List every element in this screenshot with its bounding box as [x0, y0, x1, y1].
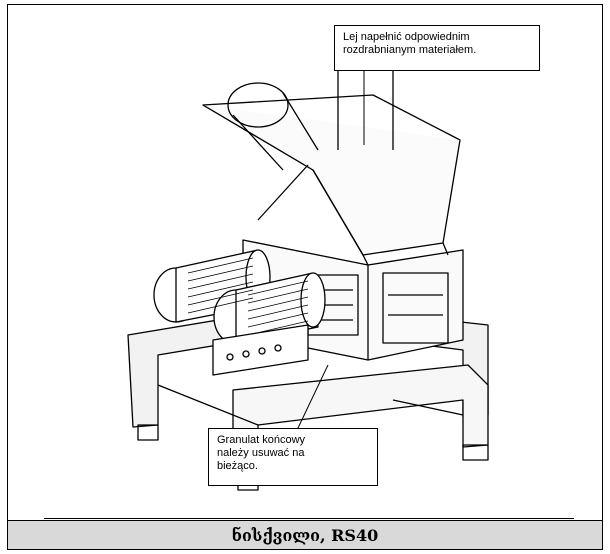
figure-frame: Lej napełnić odpowiednim rozdrabnianym m…	[7, 4, 603, 550]
shredder-drawing	[127, 55, 489, 491]
figure-caption: ნისქვილი, RS40	[231, 525, 379, 545]
callout-bottom-line-3: bieżąco.	[217, 460, 258, 472]
callout-top-line-2: rozdrabnianym materiałem.	[343, 44, 477, 56]
divider-line	[44, 518, 574, 519]
callout-bottom-line-1: Granulat końcowy	[217, 434, 306, 446]
machine-illustration: Lej napełnić odpowiednim rozdrabnianym m…	[8, 5, 602, 513]
callout-remove-granulate: Granulat końcowy należy usuwać na bieżąc…	[208, 428, 378, 486]
callout-bottom-line-2: należy usuwać na	[217, 447, 305, 459]
callout-fill-hopper: Lej napełnić odpowiednim rozdrabnianym m…	[334, 25, 540, 71]
callout-top-line-1: Lej napełnić odpowiednim	[343, 31, 470, 43]
figure-caption-bar: ნისქვილი, RS40	[8, 520, 602, 549]
